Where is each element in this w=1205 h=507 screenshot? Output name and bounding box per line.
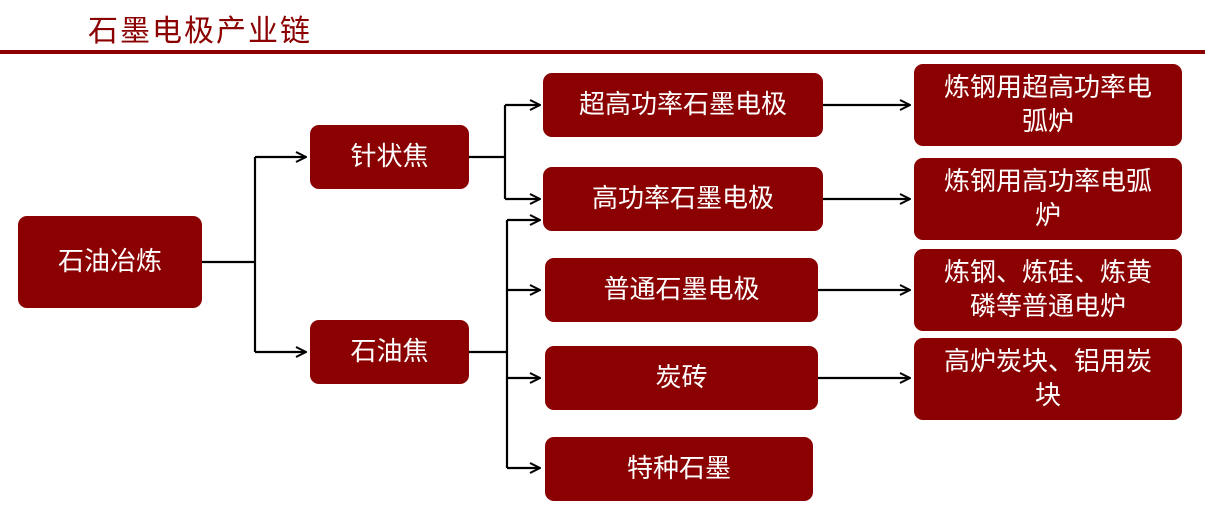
node-special-graphite: 特种石墨 [545, 437, 813, 501]
node-hp-graphite-electrode: 高功率石墨电极 [543, 167, 823, 231]
node-uhp-graphite-electrode: 超高功率石墨电极 [543, 73, 823, 137]
title-divider [0, 50, 1205, 54]
node-petroleum-coke: 石油焦 [310, 320, 469, 384]
node-regular-graphite-electrode: 普通石墨电极 [545, 258, 818, 322]
node-blast-furnace-carbon-block: 高炉炭块、铝用炭块 [914, 338, 1182, 420]
node-hp-electric-arc-furnace: 炼钢用高功率电弧炉 [914, 158, 1182, 240]
node-petroleum-refining: 石油冶炼 [18, 216, 202, 308]
node-carbon-brick: 炭砖 [545, 346, 818, 410]
node-uhp-electric-arc-furnace: 炼钢用超高功率电弧炉 [914, 64, 1182, 146]
page-title: 石墨电极产业链 [88, 14, 312, 49]
node-needle-coke: 针状焦 [310, 125, 469, 189]
node-regular-electric-furnace: 炼钢、炼硅、炼黄磷等普通电炉 [914, 249, 1182, 331]
